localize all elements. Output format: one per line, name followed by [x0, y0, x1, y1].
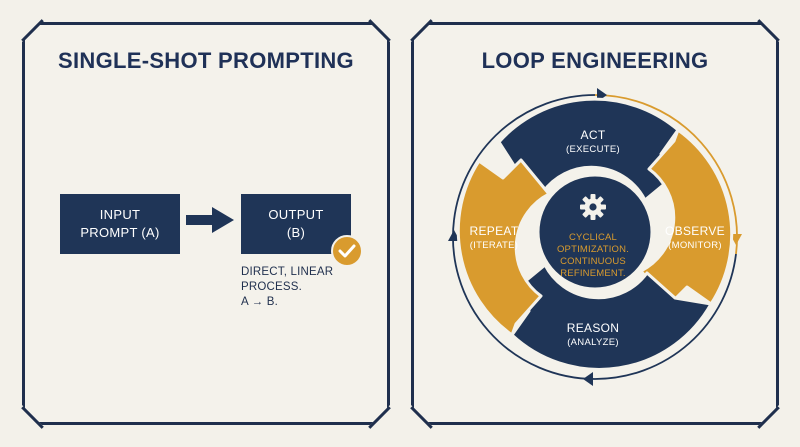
orbit-arrowhead-icon — [448, 230, 460, 241]
loop-engineering-title: LOOP ENGINEERING — [481, 48, 709, 73]
process-description: DIRECT, LINEAR PROCESS. A → B. — [241, 265, 333, 310]
orbit-arc — [453, 94, 596, 221]
reason-label-group: REASON (ANALYZE) — [545, 321, 641, 350]
center-line: OPTIMIZATION. — [556, 244, 630, 255]
input-box-line1: INPUT — [99, 207, 141, 222]
input-box-line2: PROMPT (A) — [80, 225, 160, 240]
segment-observe — [639, 128, 734, 307]
act-label-group: ACT (EXECUTE) — [545, 128, 641, 157]
reason-sublabel: (ANALYZE) — [567, 337, 619, 348]
segment-repeat — [456, 158, 551, 337]
center-line: CYCLICAL — [568, 232, 618, 243]
center-line: REFINEMENT. — [560, 268, 626, 279]
right-arrow-icon — [186, 207, 234, 233]
checkmark-badge-icon — [331, 235, 363, 267]
description-line: PROCESS. — [241, 281, 303, 293]
observe-label: OBSERVE — [665, 224, 725, 238]
description-line: DIRECT, LINEAR — [241, 266, 334, 278]
reason-label: REASON — [566, 321, 620, 335]
observe-sublabel: (MONITOR) — [668, 240, 722, 251]
repeat-label: REPEAT — [469, 224, 519, 238]
output-box-line1: OUTPUT — [268, 207, 324, 222]
observe-label-group: OBSERVE (MONITOR) — [660, 224, 730, 253]
output-box-line2: (B) — [286, 225, 306, 240]
center-line: CONTINUOUS — [560, 256, 626, 267]
act-sublabel: (EXECUTE) — [566, 144, 620, 155]
gear-icon — [580, 194, 606, 220]
repeat-sublabel: (ITERATE) — [469, 240, 519, 251]
description-line: A → B. — [241, 296, 278, 308]
input-prompt-box: INPUT PROMPT (A) — [60, 194, 180, 254]
loop-cycle-diagram — [448, 88, 742, 386]
orbit-arc — [452, 219, 596, 380]
center-hub — [536, 173, 654, 291]
single-shot-title: SINGLE-SHOT PROMPTING — [58, 48, 354, 73]
orbit-arc — [594, 253, 737, 380]
center-description: CYCLICAL OPTIMIZATION. CONTINUOUS REFINE… — [548, 232, 638, 280]
repeat-label-group: REPEAT (ITERATE) — [462, 224, 526, 253]
orbit-arrowhead-icon — [583, 372, 593, 386]
orbit-arc — [594, 94, 738, 255]
act-label: ACT — [580, 128, 606, 142]
output-box: OUTPUT (B) — [241, 194, 351, 254]
